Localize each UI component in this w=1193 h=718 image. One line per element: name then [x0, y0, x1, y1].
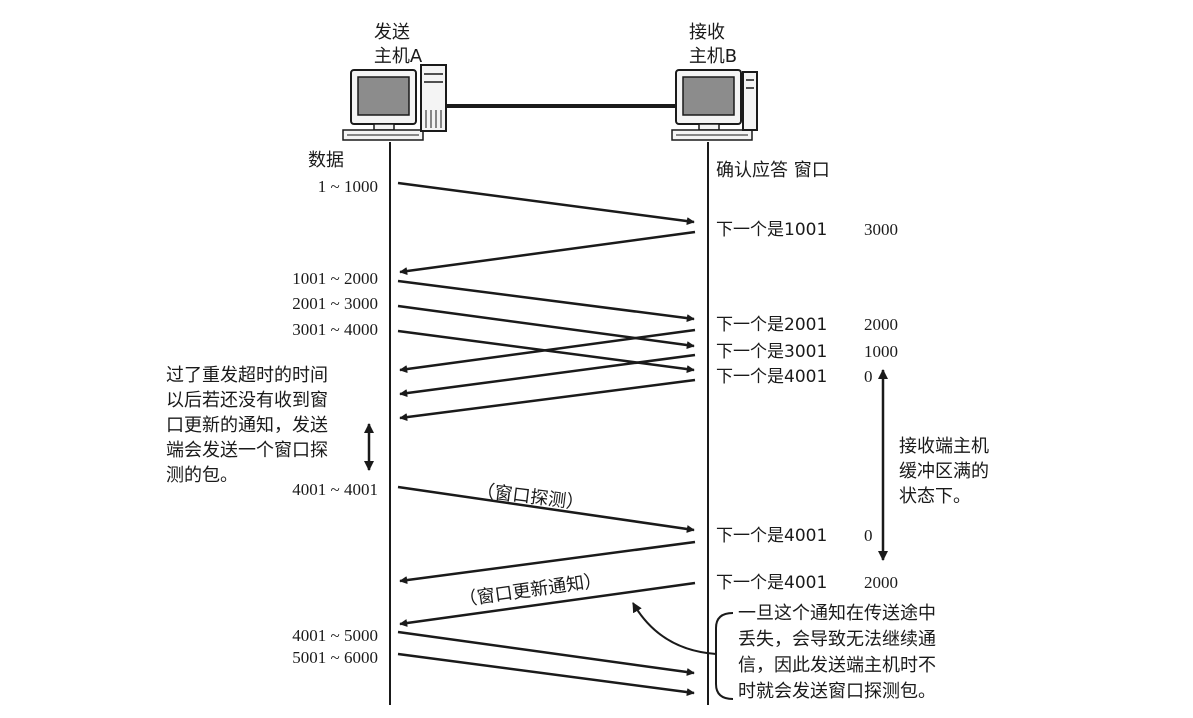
arrow-data-3 — [397, 304, 695, 349]
receiver-window-2: 2000 — [864, 315, 898, 334]
buffer-full-line3: 状态下。 — [899, 486, 971, 507]
sender-label-5: 4001 ~ 4001 — [292, 480, 378, 499]
sender-label-6: 4001 ~ 5000 — [292, 626, 378, 645]
sender-title-line2: 主机A — [374, 46, 423, 67]
receiver-ack-1: 下一个是1001 — [716, 220, 827, 240]
sender-title-line1: 发送 — [374, 22, 410, 43]
receiver-window-5: 0 — [864, 526, 873, 545]
receiver-ack-6: 下一个是4001 — [716, 573, 827, 593]
receiver-computer-icon — [671, 69, 758, 141]
loss-note-line1: 一旦这个通知在传送途中 — [738, 603, 936, 624]
arrow-data-2 — [397, 279, 695, 323]
arrow-ack-3 — [399, 353, 696, 398]
loss-note-bracket — [715, 612, 734, 700]
receiver-ack-5: 下一个是4001 — [716, 526, 827, 546]
window-probe-label: （窗口探测） — [475, 480, 585, 514]
receiver-title-line1: 接收 — [689, 22, 725, 43]
receiver-window-1: 3000 — [864, 220, 898, 239]
receiver-ack-2: 下一个是2001 — [716, 315, 827, 335]
loss-note-line2: 丢失，会导致无法继续通 — [738, 629, 936, 650]
loss-note-pointer-arrow — [632, 602, 717, 655]
buffer-full-note: 接收端主机 缓冲区满的 状态下。 — [899, 436, 989, 507]
receiver-window-4: 0 — [864, 367, 873, 386]
arrow-ack-1 — [399, 230, 696, 275]
timeout-note: 过了重发超时的时间 以后若还没有收到窗 口更新的通知，发送 端会发送一个窗口探 … — [166, 365, 328, 486]
sender-label-3: 2001 ~ 3000 — [292, 294, 378, 313]
arrow-ack-4 — [399, 378, 696, 422]
arrow-data-7 — [397, 652, 695, 697]
timeout-note-line3: 口更新的通知，发送 — [166, 415, 328, 436]
sender-label-4: 3001 ~ 4000 — [292, 320, 378, 339]
arrow-ack-2 — [399, 328, 696, 373]
receiver-window-3: 1000 — [864, 342, 898, 361]
sender-computer-icon — [342, 64, 447, 141]
sender-label-1: 1 ~ 1000 — [318, 177, 378, 196]
receiver-title-line2: 主机B — [689, 46, 737, 67]
arrow-ack-5 — [399, 540, 696, 585]
loss-note: 一旦这个通知在传送途中 丢失，会导致无法继续通 信，因此发送端主机时不 时就会发… — [738, 603, 936, 702]
arrow-window-update — [399, 581, 696, 627]
receiver-ack-4: 下一个是4001 — [716, 367, 827, 387]
loss-note-line4: 时就会发送窗口探测包。 — [738, 681, 936, 702]
receiver-ack-3: 下一个是3001 — [716, 342, 827, 362]
sender-label-7: 5001 ~ 6000 — [292, 648, 378, 667]
timeout-note-line4: 端会发送一个窗口探 — [166, 440, 328, 461]
timeout-note-line2: 以后若还没有收到窗 — [166, 390, 328, 411]
timeout-note-line1: 过了重发超时的时间 — [166, 365, 328, 386]
buffer-full-line2: 缓冲区满的 — [899, 461, 989, 482]
loss-note-line3: 信，因此发送端主机时不 — [738, 655, 936, 676]
buffer-full-line1: 接收端主机 — [899, 436, 989, 457]
data-header: 数据 — [308, 150, 344, 171]
sender-label-2: 1001 ~ 2000 — [292, 269, 378, 288]
arrow-data-6 — [397, 630, 695, 676]
receiver-window-6: 2000 — [864, 573, 898, 592]
timeout-note-line5: 测的包。 — [166, 465, 238, 486]
ack-window-header: 确认应答 窗口 — [716, 160, 830, 181]
arrow-data-1 — [397, 181, 695, 226]
arrow-window-probe — [397, 485, 695, 533]
